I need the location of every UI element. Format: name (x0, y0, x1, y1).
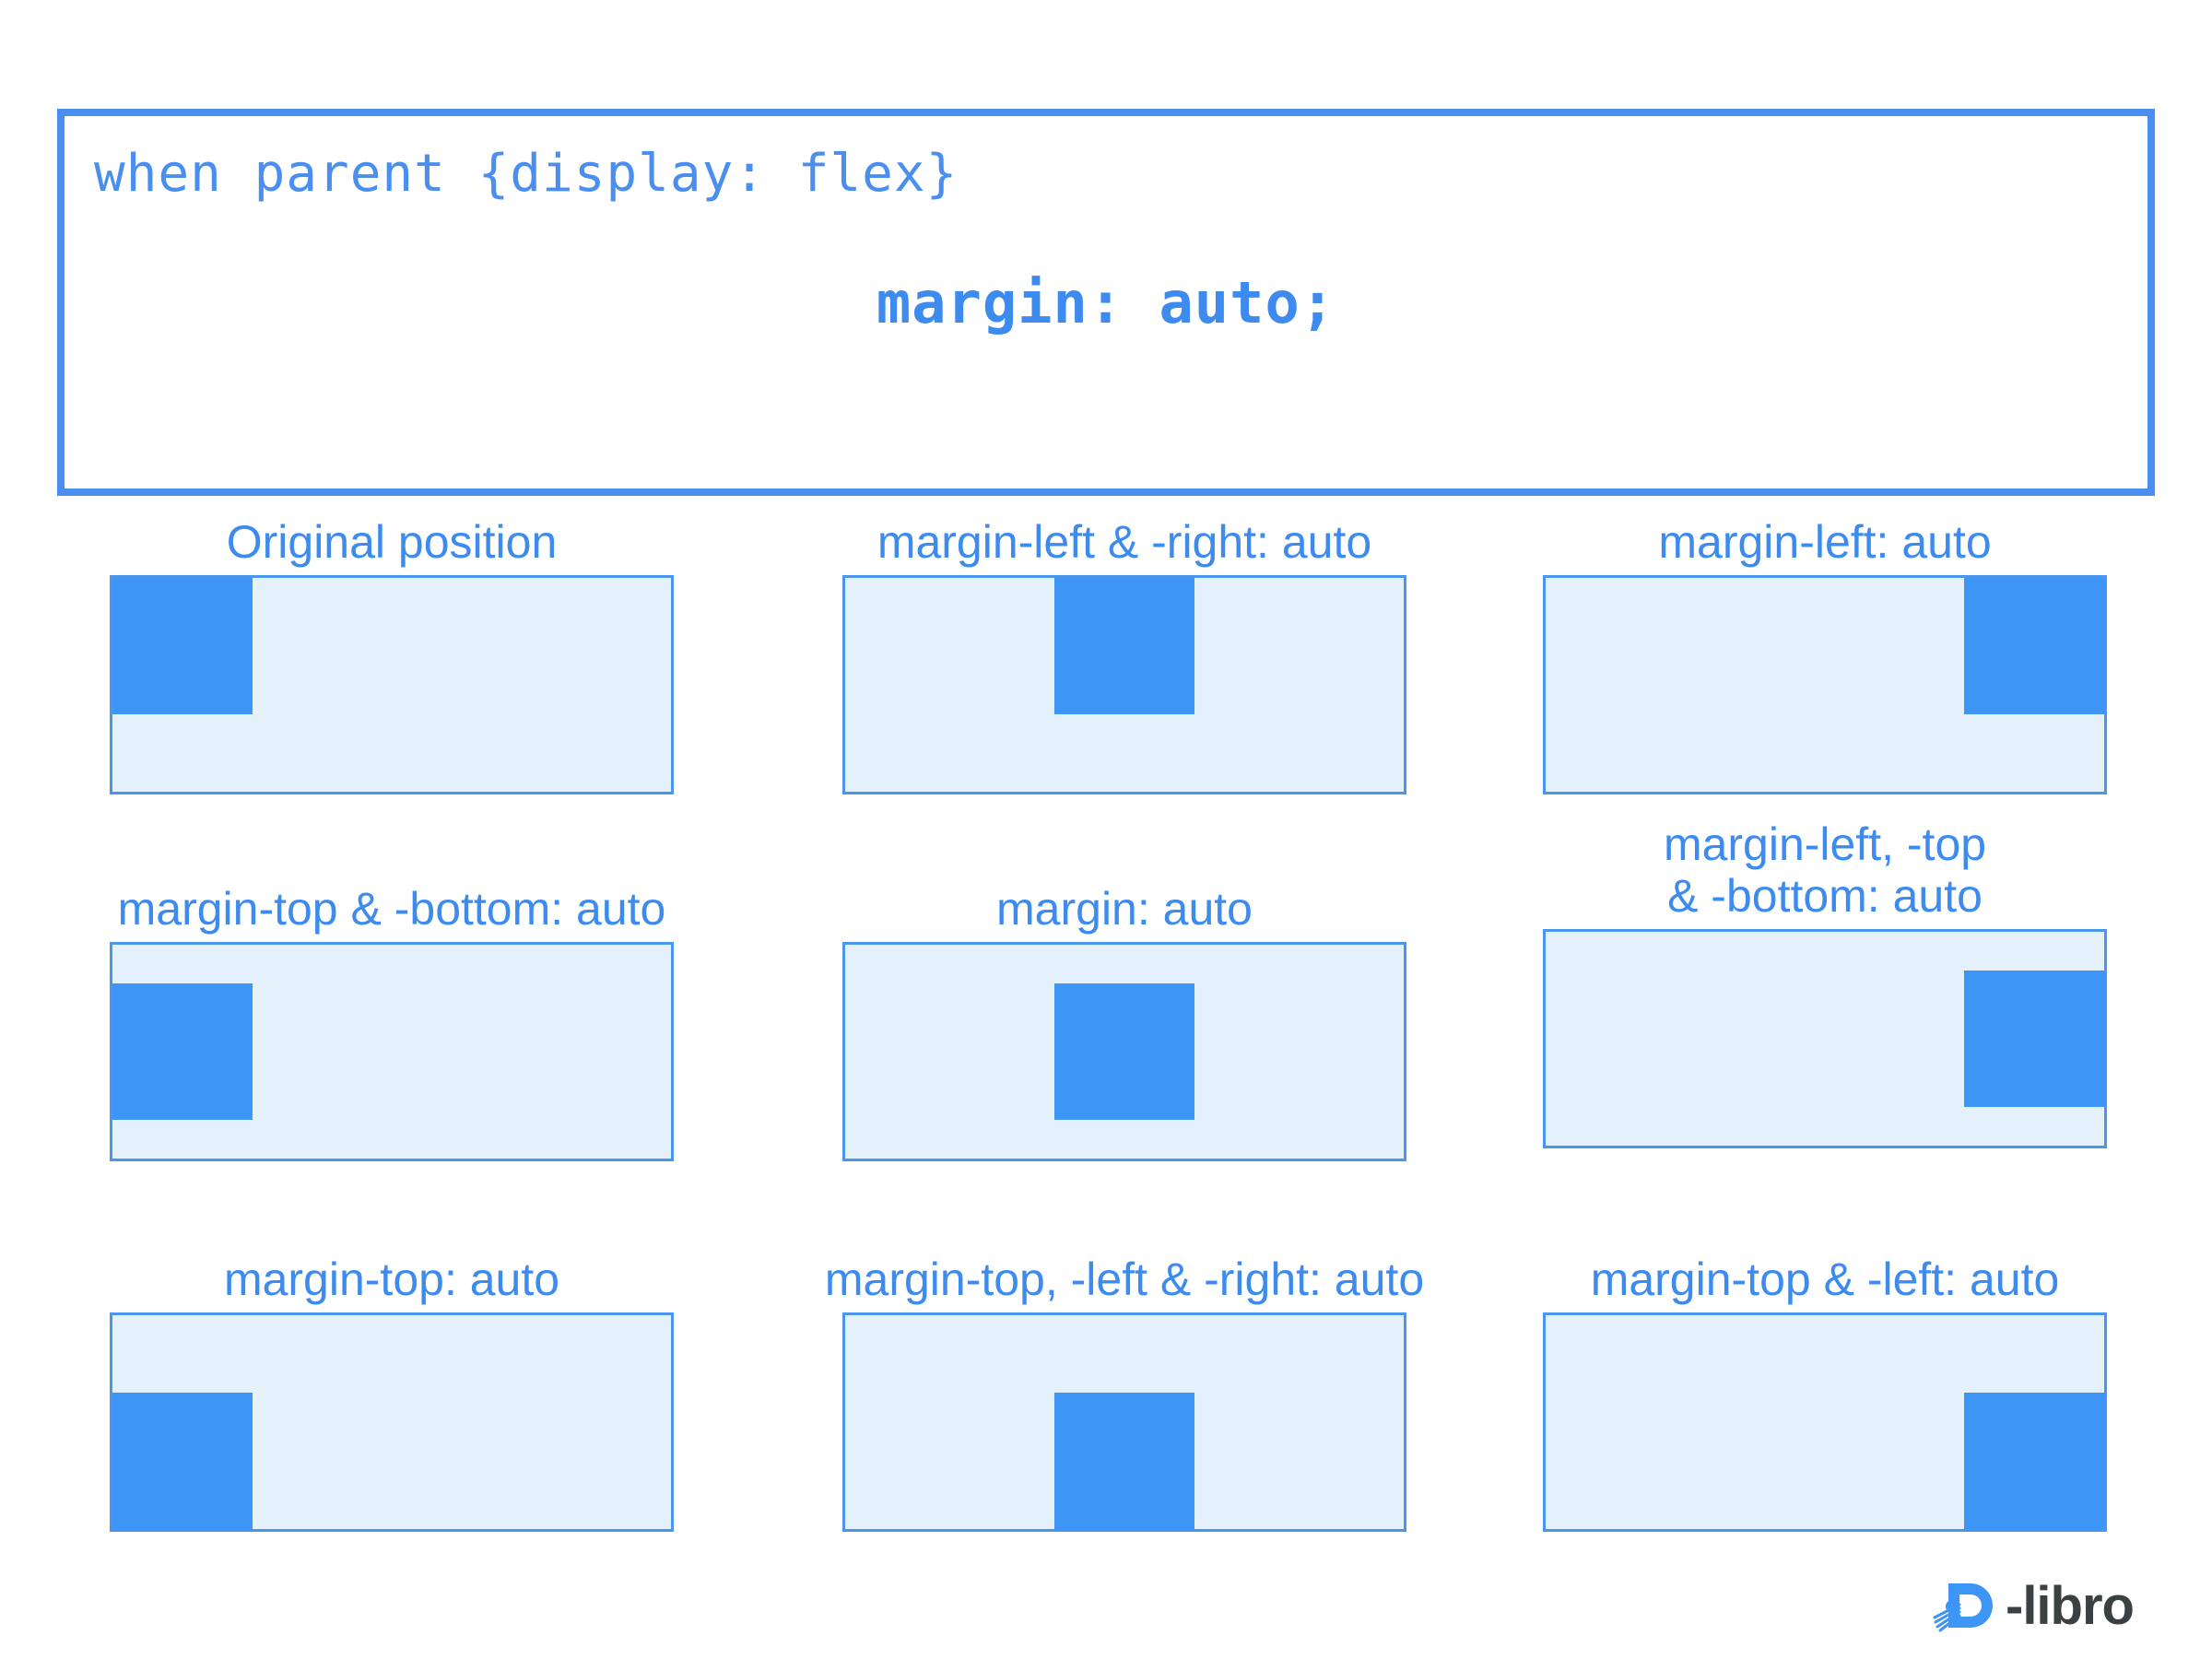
demo-container (1543, 575, 2107, 794)
demo-cell-label: margin-left, -top & -bottom: auto (1663, 818, 1987, 922)
demo-cell-margin-top-left-auto: margin-top & -left: auto (1475, 1253, 2175, 1532)
demo-cell-label: margin-top, -left & -right: auto (824, 1253, 1425, 1305)
demo-item-square (1964, 1393, 2104, 1529)
demo-cell-label: margin-top: auto (223, 1253, 560, 1305)
demo-item-square (1054, 983, 1194, 1120)
demo-container (1543, 929, 2107, 1148)
demo-container (1543, 1312, 2107, 1532)
demo-cell-label: margin-left & -right: auto (877, 516, 1372, 568)
demo-cell-margin-top-bottom-auto: margin-top & -bottom: auto (41, 883, 742, 1161)
demo-cell-label: margin-top & -left: auto (1590, 1253, 2060, 1305)
demo-item-square (1054, 1393, 1194, 1529)
code-callout-box: when parent {display: flex} margin: auto… (57, 109, 2155, 496)
demo-cell-margin-top-left-right-auto: margin-top, -left & -right: auto (774, 1253, 1475, 1532)
demo-cell-label: Original position (226, 516, 558, 568)
demo-cell-label: margin: auto (996, 883, 1253, 935)
demo-item-square (112, 1393, 253, 1529)
demo-item-square (112, 983, 253, 1120)
code-line-margin-auto: margin: auto; (876, 269, 1336, 336)
d-libro-wordmark: -libro (2006, 1576, 2135, 1636)
demo-container (842, 575, 1406, 794)
code-line-parent-display-flex: when parent {display: flex} (94, 144, 959, 204)
demo-cell-margin-left-top-bottom-auto: margin-left, -top & -bottom: auto (1475, 818, 2175, 1148)
demo-cell-margin-top-auto: margin-top: auto (41, 1253, 742, 1532)
demo-cell-margin-left-auto: margin-left: auto (1475, 516, 2175, 794)
demo-item-square (1964, 971, 2104, 1107)
demo-item-square (1964, 578, 2104, 714)
demo-cell-label: margin-left: auto (1658, 516, 1992, 568)
demo-cell-label: margin-top & -bottom: auto (117, 883, 666, 935)
demo-cell-original-position: Original position (41, 516, 742, 794)
demo-container (110, 1312, 674, 1532)
demo-cell-margin-auto: margin: auto (774, 883, 1475, 1161)
demo-container (842, 1312, 1406, 1532)
d-libro-logo: -libro (1932, 1572, 2135, 1641)
demo-container (110, 942, 674, 1161)
d-libro-book-icon (1932, 1574, 2004, 1639)
demo-container (110, 575, 674, 794)
demo-cell-margin-left-right-auto: margin-left & -right: auto (774, 516, 1475, 794)
demo-item-square (112, 578, 253, 714)
demo-container (842, 942, 1406, 1161)
margin-auto-demo-grid: Original position margin-left & -right: … (0, 516, 2212, 1604)
demo-item-square (1054, 578, 1194, 714)
